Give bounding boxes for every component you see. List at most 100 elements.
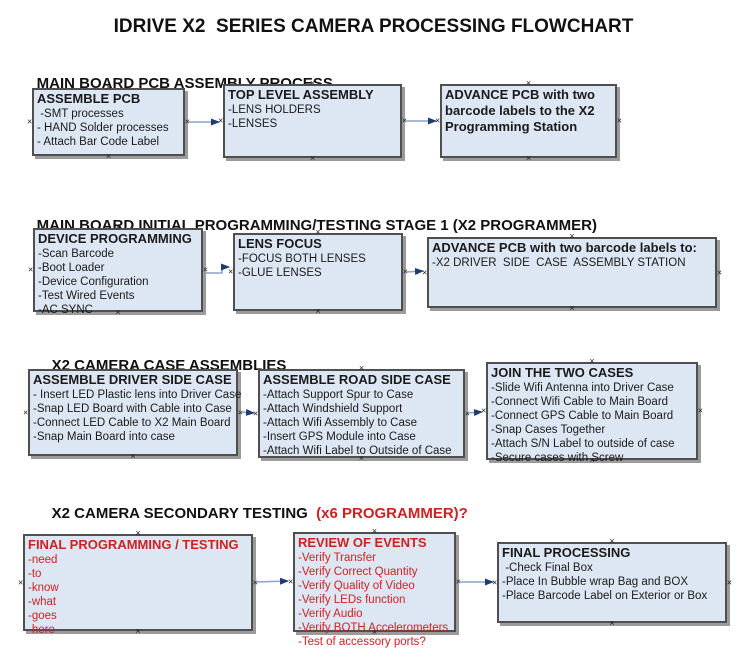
box-item: -Secure cases with Screw xyxy=(491,452,624,464)
connection-point-icon xyxy=(135,627,140,636)
box-title: ASSEMBLE ROAD SIDE CASE xyxy=(263,372,451,387)
box-item: -Check Final Box xyxy=(502,562,593,574)
flow-box-device-programming[interactable]: DEVICE PROGRAMMING -Scan Barcode -Boot L… xyxy=(33,228,203,316)
box-item: -Verify Quality of Video xyxy=(298,580,415,592)
connection-point-icon xyxy=(717,268,722,277)
connector-arrow[interactable] xyxy=(467,409,483,417)
connection-point-icon xyxy=(609,619,614,628)
box-item: -SMT processes xyxy=(37,108,124,120)
connection-point-icon xyxy=(135,529,140,538)
box-item: -Slide Wifi Antenna into Driver Case xyxy=(491,382,674,394)
box-item: -FOCUS BOTH LENSES xyxy=(238,253,366,265)
section-heading-red-text: (x6 PROGRAMMER)? xyxy=(311,505,468,522)
flow-box-advance-pcb-programming-station[interactable]: ADVANCE PCB with two barcode labels to t… xyxy=(440,84,617,158)
section-heading-text: X2 CAMERA SECONDARY TESTING xyxy=(51,505,312,522)
connection-point-icon xyxy=(28,266,33,275)
connection-point-icon xyxy=(526,79,531,88)
box-title: FINAL PROGRAMMING / TESTING xyxy=(28,537,239,552)
connection-point-icon xyxy=(228,268,233,277)
box-item: -AC SYNC xyxy=(38,304,93,316)
box-item: -to xyxy=(28,568,42,580)
connection-point-icon xyxy=(589,357,594,366)
box-title: ADVANCE PCB with two barcode labels to t… xyxy=(445,87,595,134)
box-item: -Connect Wifi Cable to Main Board xyxy=(491,396,669,408)
flow-box-advance-pcb-driver-side-station[interactable]: ADVANCE PCB with two barcode labels to: … xyxy=(427,237,717,308)
connection-point-icon xyxy=(115,308,120,317)
connection-point-icon xyxy=(589,456,594,465)
box-item: -Test of accessory ports? xyxy=(298,636,426,648)
connection-point-icon xyxy=(23,408,28,417)
connection-point-icon xyxy=(310,154,315,163)
box-item: -Connect LED Cable to X2 Main Board xyxy=(33,417,231,429)
box-item: -Verify BOTH Accelerometers xyxy=(298,622,449,634)
box-item: -goes xyxy=(28,610,57,622)
flow-box-review-of-events[interactable]: REVIEW OF EVENTS -Verify Transfer -Verif… xyxy=(293,532,456,648)
box-item: -Attach Windshield Support xyxy=(263,403,403,415)
box-title: REVIEW OF EVENTS xyxy=(298,535,427,550)
connection-point-icon xyxy=(402,117,407,126)
box-title: TOP LEVEL ASSEMBLY xyxy=(228,87,374,102)
box-title: LENS FOCUS xyxy=(238,236,322,251)
box-item: -Verify Correct Quantity xyxy=(298,566,418,578)
flow-box-final-processing[interactable]: FINAL PROCESSING -Check Final Box -Place… xyxy=(497,542,727,623)
connector-arrow[interactable] xyxy=(405,267,424,275)
connection-point-icon xyxy=(106,83,111,92)
box-title: DEVICE PROGRAMMING xyxy=(38,231,192,246)
connection-point-icon xyxy=(422,268,427,277)
box-item: - Attach Bar Code Label xyxy=(37,136,160,148)
box-item: -Boot Loader xyxy=(38,262,105,274)
box-item: -Insert GPS Module into Case xyxy=(263,431,416,443)
box-item: -Verify LEDs function xyxy=(298,594,406,606)
flow-box-final-programming-testing[interactable]: FINAL PROGRAMMING / TESTING -need -to -k… xyxy=(23,534,253,636)
box-item: -X2 DRIVER SIDE CASE ASSEMBLY STATION xyxy=(432,257,686,269)
connection-point-icon xyxy=(130,452,135,461)
box-item: -need xyxy=(28,554,58,566)
connection-point-icon xyxy=(130,364,135,373)
connection-point-icon xyxy=(359,364,364,373)
connection-point-icon xyxy=(403,268,408,277)
box-title: FINAL PROCESSING xyxy=(502,545,631,560)
flow-box-lens-focus[interactable]: LENS FOCUS -FOCUS BOTH LENSES -GLUE LENS… xyxy=(233,233,403,311)
flow-box-top-level-assembly[interactable]: TOP LEVEL ASSEMBLY -LENS HOLDERS -LENSES xyxy=(223,84,402,158)
box-item: -Test Wired Events xyxy=(38,290,135,302)
box-item: -Snap LED Board with Cable into Case xyxy=(33,403,232,415)
connection-point-icon xyxy=(435,117,440,126)
connector-arrow[interactable] xyxy=(206,263,230,274)
connection-point-icon xyxy=(359,454,364,463)
box-item: -Place In Bubble wrap Bag and BOX xyxy=(502,576,689,588)
flow-box-assemble-pcb[interactable]: ASSEMBLE PCB -SMT processes - HAND Solde… xyxy=(32,88,185,156)
connection-point-icon xyxy=(569,232,574,241)
connection-point-icon xyxy=(185,118,190,127)
connection-point-icon xyxy=(18,578,23,587)
connection-point-icon xyxy=(238,408,243,417)
connection-point-icon xyxy=(492,578,497,587)
flow-box-join-the-two-cases[interactable]: JOIN THE TWO CASES -Slide Wifi Antenna i… xyxy=(486,362,698,464)
connection-point-icon xyxy=(253,578,258,587)
box-title: JOIN THE TWO CASES xyxy=(491,365,634,380)
connection-point-icon xyxy=(372,628,377,637)
box-item: -GLUE LENSES xyxy=(238,267,322,279)
box-item: -Attach Wifi Label to Outside of Case xyxy=(263,445,452,457)
connection-point-icon xyxy=(253,409,258,418)
box-item: -Scan Barcode xyxy=(38,248,115,260)
connection-point-icon xyxy=(526,154,531,163)
connector-arrow[interactable] xyxy=(255,577,289,585)
flow-box-assemble-driver-side-case[interactable]: ASSEMBLE DRIVER SIDE CASE - Insert LED P… xyxy=(28,369,241,456)
connection-point-icon xyxy=(609,537,614,546)
connection-point-icon xyxy=(288,578,293,587)
connection-point-icon xyxy=(727,578,732,587)
connection-point-icon xyxy=(106,152,111,161)
box-item: -Connect GPS Cable to Main Board xyxy=(491,410,674,422)
box-item: -Attach Support Spur to Case xyxy=(263,389,414,401)
connection-point-icon xyxy=(315,307,320,316)
box-item: -Place Barcode Label on Exterior or Box xyxy=(502,590,708,602)
box-title: ASSEMBLE DRIVER SIDE CASE xyxy=(33,372,232,387)
box-item: -Device Configuration xyxy=(38,276,149,288)
box-item: -what xyxy=(28,596,57,608)
connection-point-icon xyxy=(456,578,461,587)
box-item: -Verify Transfer xyxy=(298,552,376,564)
flow-box-assemble-road-side-case[interactable]: ASSEMBLE ROAD SIDE CASE -Attach Support … xyxy=(258,369,465,458)
box-item: -Attach S/N Label to outside of case xyxy=(491,438,675,450)
box-title: ADVANCE PCB with two barcode labels to: xyxy=(432,240,697,255)
